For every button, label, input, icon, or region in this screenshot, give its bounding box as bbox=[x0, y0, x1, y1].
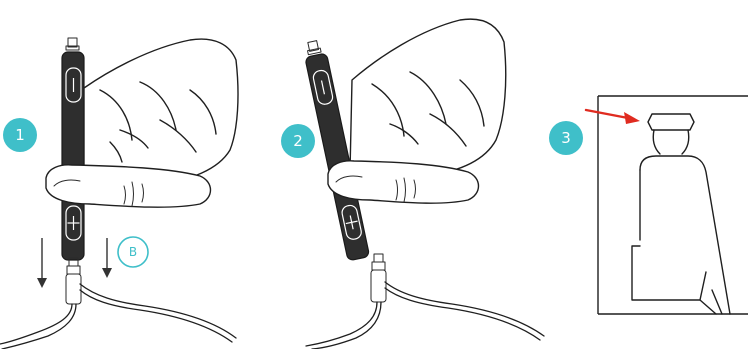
callout-b: B bbox=[118, 237, 148, 267]
remote-body-zoomed bbox=[632, 156, 730, 314]
panel-step-2 bbox=[302, 19, 544, 349]
cable-1 bbox=[0, 284, 236, 349]
step-badge-2: 2 bbox=[281, 124, 315, 158]
step-number-3: 3 bbox=[561, 129, 571, 147]
pointer-arrow bbox=[586, 110, 640, 124]
step-badge-3: 3 bbox=[549, 121, 583, 155]
step-badge-1: 1 bbox=[3, 118, 37, 152]
remote-top-cap-1 bbox=[66, 38, 79, 50]
remote-top-cap-2 bbox=[306, 40, 321, 54]
remote-top-cap-zoomed bbox=[648, 114, 694, 154]
callout-b-label: B bbox=[129, 245, 137, 259]
cable-2 bbox=[306, 282, 544, 349]
panel-step-1 bbox=[0, 38, 238, 349]
zoom-detail-frame bbox=[598, 96, 748, 314]
step-number-2: 2 bbox=[293, 132, 303, 150]
connector-2 bbox=[371, 254, 386, 302]
hand-2 bbox=[328, 19, 506, 203]
connector-1 bbox=[66, 258, 81, 304]
step-number-1: 1 bbox=[15, 126, 25, 144]
panel-step-3: 3 bbox=[549, 96, 748, 314]
